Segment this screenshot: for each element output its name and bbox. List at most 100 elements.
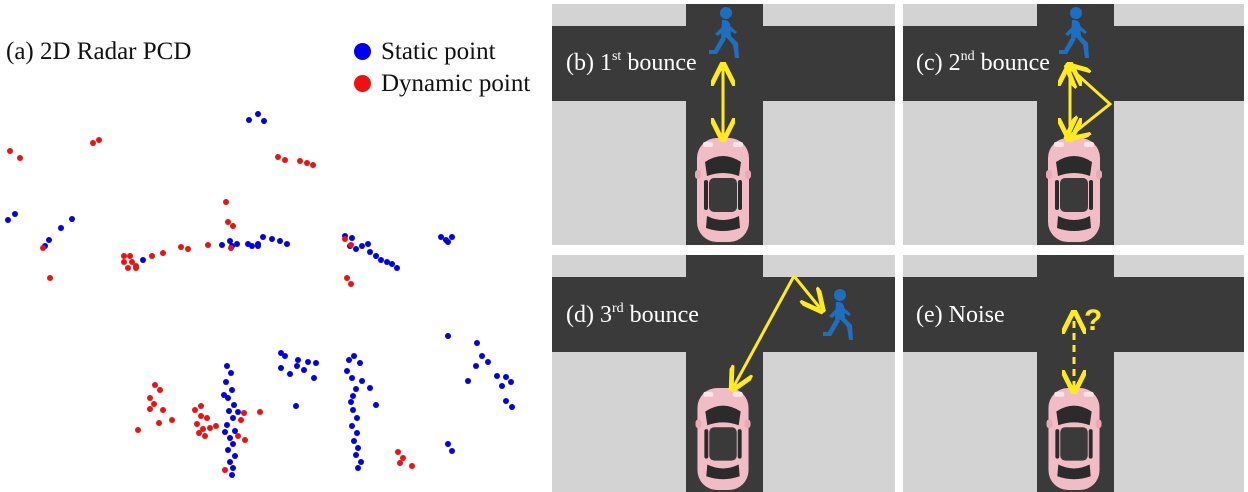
- static-point: [355, 445, 361, 451]
- static-point: [235, 409, 241, 415]
- static-point: [503, 398, 509, 404]
- dynamic-point: [344, 275, 350, 281]
- static-point: [232, 453, 238, 459]
- panel-b: (b) 1st bounce: [552, 4, 895, 245]
- dynamic-point: [151, 401, 157, 407]
- legend-dynamic: Dynamic point: [354, 70, 530, 98]
- static-point: [305, 359, 311, 365]
- static-point: [349, 375, 355, 381]
- dynamic-point: [202, 433, 208, 439]
- static-point: [394, 265, 400, 271]
- question-mark: ?: [1084, 304, 1102, 337]
- static-point: [499, 383, 505, 389]
- car-icon: [695, 387, 751, 491]
- static-point-legend-dot: [354, 42, 371, 60]
- static-point: [367, 249, 373, 255]
- static-point: [46, 237, 52, 243]
- panel-e-label: (e) Noise: [916, 302, 1005, 328]
- static-point: [508, 379, 514, 385]
- static-point: [357, 360, 363, 366]
- static-point: [261, 118, 267, 124]
- static-point: [350, 393, 356, 399]
- static-point: [351, 353, 357, 359]
- static-point: [295, 357, 301, 363]
- dynamic-point: [17, 155, 23, 161]
- dynamic-point: [149, 253, 155, 259]
- static-point: [5, 217, 11, 223]
- static-point: [384, 259, 390, 265]
- static-point: [358, 459, 364, 465]
- static-point: [234, 241, 240, 247]
- static-point: [494, 373, 500, 379]
- second-bounce-arrow: [1070, 68, 1113, 136]
- static-point: [294, 363, 300, 369]
- dynamic-point: [135, 427, 141, 433]
- static-point: [445, 239, 451, 245]
- static-point: [255, 243, 261, 249]
- static-point: [351, 438, 357, 444]
- static-point: [346, 357, 352, 363]
- dynamic-point: [238, 417, 244, 423]
- static-point: [230, 415, 236, 421]
- dynamic-point-legend-dot: [354, 74, 371, 92]
- dynamic-point: [194, 421, 200, 427]
- dynamic-point: [282, 157, 288, 163]
- dynamic-point: [257, 409, 263, 415]
- static-point: [349, 423, 355, 429]
- radar-pcd-panel: (a) 2D Radar PCD Static point Dynamic po…: [0, 0, 548, 492]
- static-point: [224, 363, 230, 369]
- static-point: [353, 386, 359, 392]
- static-point: [367, 385, 373, 391]
- dynamic-point: [204, 415, 210, 421]
- dynamic-point: [198, 413, 204, 419]
- static-point: [445, 333, 451, 339]
- bounce-scenarios: (b) 1st bounce (c) 2nd bounce (d) 3rd bo…: [548, 0, 1248, 492]
- dynamic-point: [348, 242, 354, 248]
- static-point: [378, 257, 384, 263]
- static-point: [313, 360, 319, 366]
- static-point: [479, 353, 485, 359]
- dynamic-point: [213, 423, 219, 429]
- static-point: [223, 379, 229, 385]
- dynamic-point: [156, 420, 162, 426]
- static-point: [232, 428, 238, 434]
- dynamic-point: [121, 259, 127, 265]
- dynamic-point: [225, 219, 231, 225]
- static-point: [227, 459, 233, 465]
- dynamic-point: [185, 246, 191, 252]
- dynamic-point: [121, 253, 127, 259]
- dynamic-point: [297, 158, 303, 164]
- dynamic-point: [129, 259, 135, 265]
- static-point: [485, 359, 491, 365]
- dynamic-point: [342, 236, 348, 242]
- dynamic-point: [40, 245, 46, 251]
- dynamic-point: [198, 403, 204, 409]
- static-point: [225, 447, 231, 453]
- dynamic-point: [348, 281, 354, 287]
- static-point: [353, 452, 359, 458]
- legend-static: Static point: [354, 38, 496, 66]
- static-point: [465, 378, 471, 384]
- static-point: [359, 243, 365, 249]
- static-point: [230, 441, 236, 447]
- static-point: [373, 253, 379, 259]
- static-point: [301, 367, 307, 373]
- dynamic-point: [207, 425, 213, 431]
- dynamic-point: [90, 140, 96, 146]
- dynamic-point: [160, 250, 166, 256]
- static-point: [224, 422, 230, 428]
- static-point: [355, 465, 361, 471]
- static-point: [365, 241, 371, 247]
- static-point: [278, 365, 284, 371]
- static-point: [344, 368, 350, 374]
- static-point: [226, 408, 232, 414]
- panel-b-label: (b) 1st bounce: [566, 49, 697, 76]
- dynamic-point: [133, 265, 139, 271]
- static-point: [509, 404, 515, 410]
- static-point: [354, 430, 360, 436]
- static-point: [12, 211, 18, 217]
- static-point: [373, 402, 379, 408]
- car-icon: [1046, 138, 1102, 242]
- dynamic-point: [228, 245, 234, 251]
- panel-d-label: (d) 3rd bounce: [566, 301, 699, 328]
